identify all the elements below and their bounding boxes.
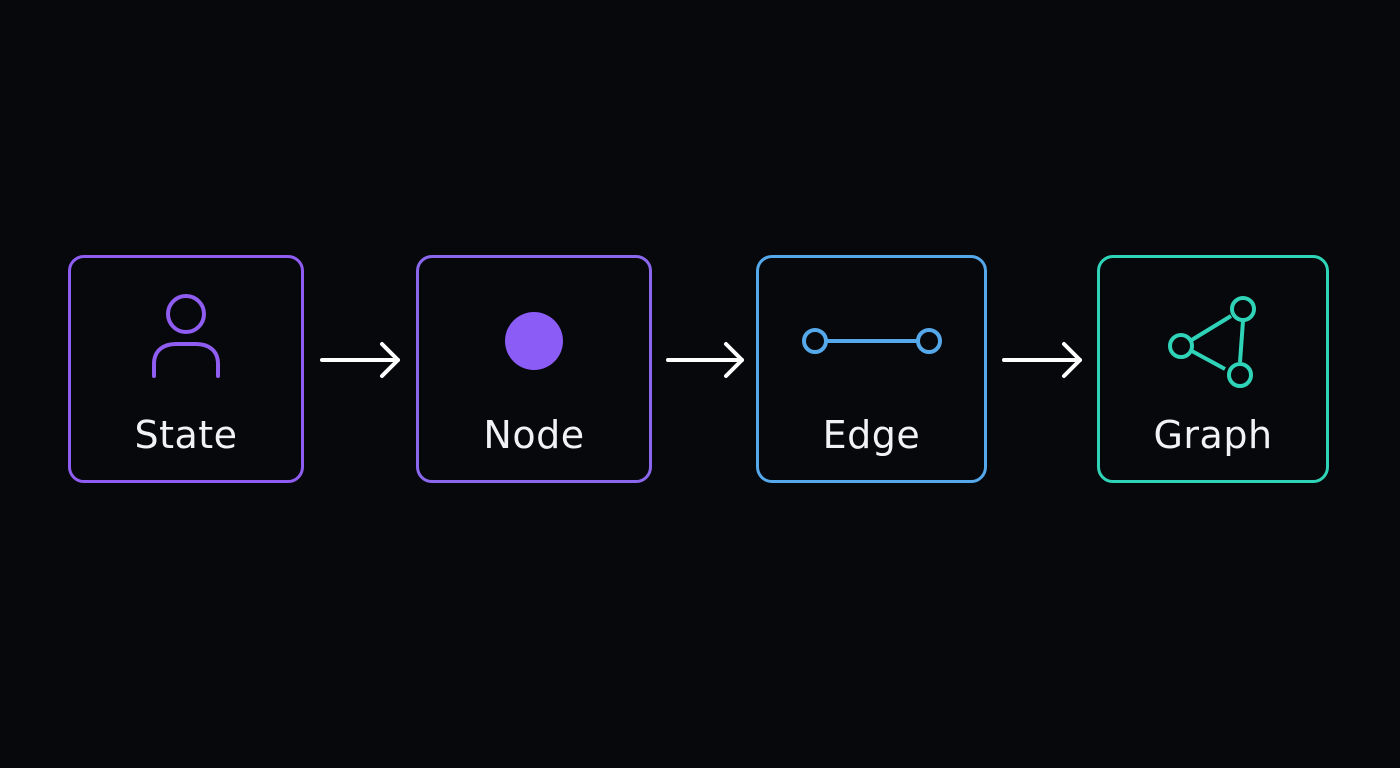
step-card-edge: Edge [756,255,987,483]
step-label-node: Node [483,413,585,457]
graph-icon [1168,296,1256,388]
step-card-state: State [68,255,304,483]
edge-icon [801,328,942,354]
step-label-edge: Edge [822,413,921,457]
arrow-right-icon [1002,342,1082,378]
dot-icon [505,312,563,370]
step-label-graph: Graph [1153,413,1273,457]
step-card-node: Node [416,255,652,483]
arrow-right-icon [320,342,400,378]
arrow-right-icon [666,342,744,378]
person-icon [152,294,220,378]
step-card-graph: Graph [1097,255,1329,483]
step-label-state: State [134,413,238,457]
